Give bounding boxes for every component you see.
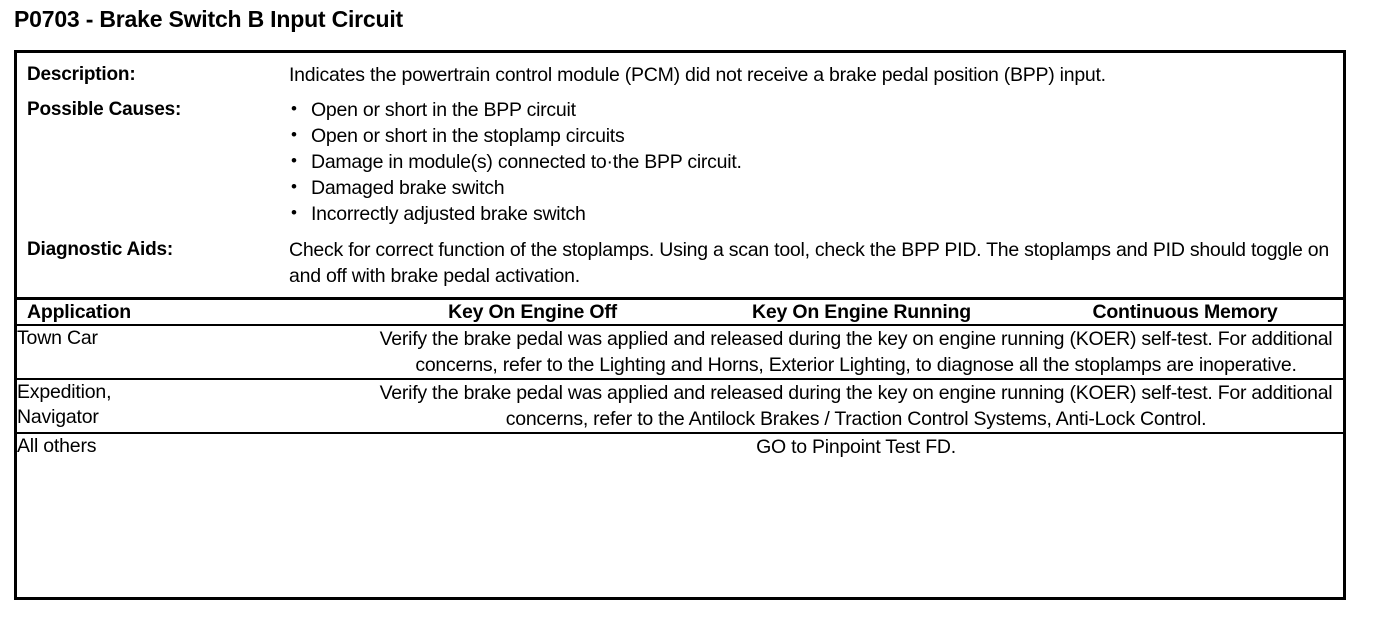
list-item: Incorrectly adjusted brake switch [289,200,1329,227]
list-item: Open or short in the stoplamp circuits [289,122,1329,149]
possible-causes-list: Open or short in the BPP circuit Open or… [289,96,1329,227]
info-section: Description: Indicates the powertrain co… [17,62,1343,297]
page-title: P0703 - Brake Switch B Input Circuit [14,6,404,32]
application-result: GO to Pinpoint Test FD. [756,436,956,458]
section-divider [17,297,1343,300]
table-row: Town Car Verify the brake pedal was appl… [17,325,1343,380]
possible-causes-row: Possible Causes: Open or short in the BP… [17,96,1343,227]
list-item: Damage in module(s) connected to·the BPP… [289,148,1329,175]
application-name: Town Car [17,325,369,380]
column-header-application: Application [17,300,369,326]
table-row: All others GO to Pinpoint Test FD. [17,433,1343,460]
diagnostic-aids-label: Diagnostic Aids: [27,239,173,260]
application-result: Verify the brake pedal was applied and r… [369,325,1343,380]
list-item: Damaged brake switch [289,174,1329,201]
application-name: Expedition,Navigator [17,379,369,434]
column-header-continuous-memory: Continuous Memory [1027,300,1343,326]
diagnostic-trouble-code-panel: Description: Indicates the powertrain co… [14,50,1346,600]
application-result: Verify the brake pedal was applied and r… [369,379,1343,434]
application-table: Application Key On Engine Off Key On Eng… [17,300,1343,460]
possible-causes-label: Possible Causes: [27,99,182,120]
table-row: Expedition,Navigator Verify the brake pe… [17,379,1343,434]
description-row: Description: Indicates the powertrain co… [17,62,1343,88]
description-label: Description: [27,64,136,85]
possible-causes-value: Open or short in the BPP circuit Open or… [289,96,1343,227]
diagnostic-aids-value: Check for correct function of the stopla… [289,239,1329,287]
column-header-key-on-engine-running: Key On Engine Running [696,300,1027,326]
list-item: Open or short in the BPP circuit [289,96,1329,123]
table-header-row: Application Key On Engine Off Key On Eng… [17,300,1343,326]
application-name: All others [17,435,97,457]
column-header-key-on-engine-off: Key On Engine Off [369,300,696,326]
diagnostic-aids-row: Diagnostic Aids: Check for correct funct… [17,237,1343,297]
description-value: Indicates the powertrain control module … [289,64,1106,86]
